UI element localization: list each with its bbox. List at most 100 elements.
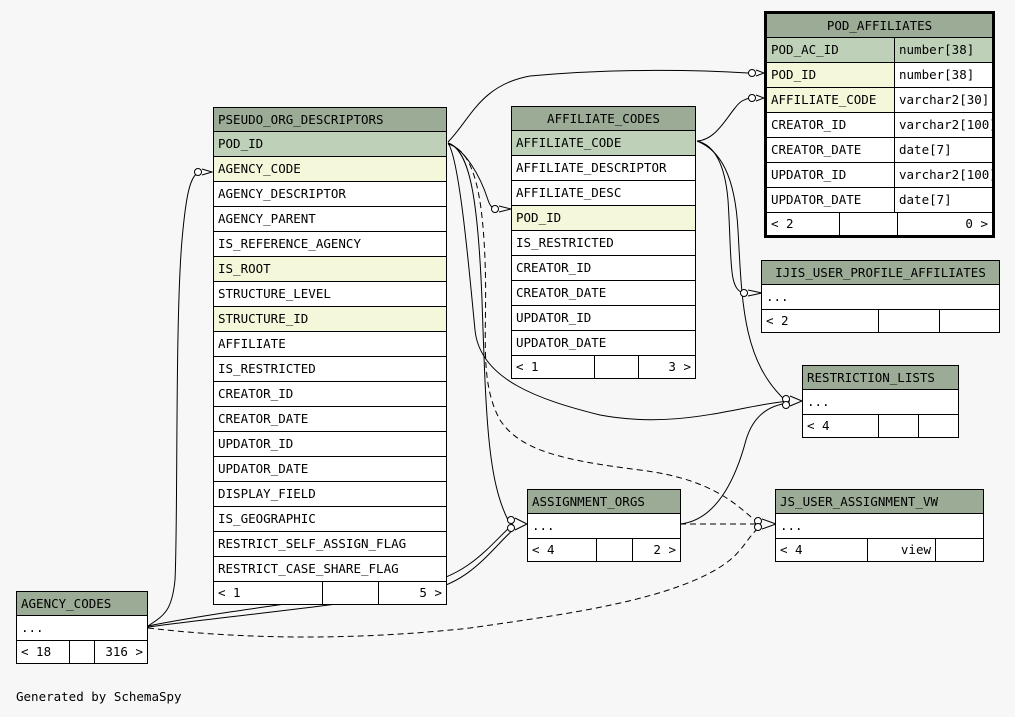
column-row: STRUCTURE_ID xyxy=(214,307,446,332)
relationship-crowfoot-marker xyxy=(747,289,763,297)
table-header[interactable]: RESTRICTION_LISTS xyxy=(803,366,958,390)
column-row: IS_RESTRICTED xyxy=(512,231,695,256)
collapsed-columns: ... xyxy=(762,285,999,310)
column-row: UPDATOR_DATE xyxy=(512,331,695,356)
column-type: date[7] xyxy=(894,138,992,162)
collapsed-columns: ... xyxy=(17,616,147,641)
parents-count[interactable]: < 1 xyxy=(516,359,539,374)
table-pseudo-org-descriptors[interactable]: PSEUDO_ORG_DESCRIPTORS POD_ID AGENCY_COD… xyxy=(213,107,447,605)
column-row: AGENCY_PARENT xyxy=(214,207,446,232)
children-count[interactable]: 5 > xyxy=(378,582,446,604)
table-assignment-orgs[interactable]: ASSIGNMENT_ORGS ... < 4 2 > xyxy=(527,489,681,562)
column-row: STRUCTURE_LEVEL xyxy=(214,282,446,307)
relationship-crowfoot-marker xyxy=(755,69,766,77)
table-restriction-lists[interactable]: RESTRICTION_LISTS ... < 4 xyxy=(802,365,959,438)
column-name: AFFILIATE_CODE xyxy=(516,135,622,150)
table-ijis-user-profile-affiliates[interactable]: IJIS_USER_PROFILE_AFFILIATES ... < 2 xyxy=(761,260,1000,333)
parents-count[interactable]: < 2 xyxy=(771,216,794,231)
column-name: UPDATOR_DATE xyxy=(771,192,862,207)
relationship-optional-marker xyxy=(740,289,748,297)
link-pod-to-pod-affiliates xyxy=(447,69,749,143)
collapsed-columns: ... xyxy=(528,514,680,539)
parents-count[interactable]: < 1 xyxy=(218,585,241,600)
column-name: IS_RESTRICTED xyxy=(516,235,614,250)
table-affiliate-codes[interactable]: AFFILIATE_CODES AFFILIATE_CODE AFFILIATE… xyxy=(511,106,696,379)
column-row: CREATOR_ID xyxy=(214,382,446,407)
column-row: IS_GEOGRAPHIC xyxy=(214,507,446,532)
rows-count xyxy=(878,310,939,332)
column-type: number[38] xyxy=(894,63,992,87)
column-name: UPDATOR_ID xyxy=(516,310,592,325)
table-header[interactable]: POD_AFFILIATES xyxy=(767,14,992,38)
relationship-crowfoot-marker xyxy=(201,168,214,176)
column-row: AFFILIATE_DESCRIPTOR xyxy=(512,156,695,181)
column-row: AFFILIATE xyxy=(214,332,446,357)
column-type: date[7] xyxy=(894,188,992,212)
children-count[interactable]: 0 > xyxy=(897,213,992,235)
column-type: varchar2[100] xyxy=(894,163,992,187)
column-row: UPDATOR_DATE date[7] xyxy=(767,188,992,213)
column-name: CREATOR_ID xyxy=(218,386,294,401)
parents-count[interactable]: < 18 xyxy=(21,644,52,659)
link-pod-to-restriction xyxy=(447,142,791,421)
column-name: AGENCY_PARENT xyxy=(218,211,316,226)
column-row: UPDATOR_ID xyxy=(512,306,695,331)
column-row: IS_REFERENCE_AGENCY xyxy=(214,232,446,257)
children-count xyxy=(939,310,999,332)
link-affiliate-codes-to-restriction xyxy=(696,140,786,401)
link-pod-to-assignment xyxy=(447,142,509,521)
column-name: AFFILIATE_DESCRIPTOR xyxy=(516,160,667,175)
column-name: AGENCY_DESCRIPTOR xyxy=(218,186,346,201)
relationship-optional-marker xyxy=(194,168,202,176)
table-footer: < 4 2 > xyxy=(528,539,680,561)
table-header[interactable]: IJIS_USER_PROFILE_AFFILIATES xyxy=(762,261,999,285)
column-row: AGENCY_CODE xyxy=(214,157,446,182)
parents-count[interactable]: < 4 xyxy=(532,542,555,557)
generated-by-text: Generated by SchemaSpy xyxy=(16,689,182,704)
table-footer: < 4 xyxy=(803,415,958,437)
link-pod-to-js-view xyxy=(447,143,761,525)
table-footer: < 18 316 > xyxy=(17,641,147,663)
column-row: UPDATOR_ID xyxy=(214,432,446,457)
column-name: RESTRICT_SELF_ASSIGN_FLAG xyxy=(218,536,407,551)
column-name: DISPLAY_FIELD xyxy=(218,486,316,501)
column-row: IS_RESTRICTED xyxy=(214,357,446,382)
ellipsis-text: ... xyxy=(766,289,789,304)
column-name: CREATOR_ID xyxy=(516,260,592,275)
table-header[interactable]: PSEUDO_ORG_DESCRIPTORS xyxy=(214,108,446,132)
children-count[interactable]: 3 > xyxy=(638,356,695,378)
relationship-optional-marker xyxy=(748,94,756,102)
parents-count[interactable]: < 2 xyxy=(766,313,789,328)
children-count xyxy=(918,415,958,437)
relationship-optional-marker xyxy=(782,401,790,409)
column-name: RESTRICT_CASE_SHARE_FLAG xyxy=(218,561,399,576)
link-affiliate-codes-to-pod-affiliates xyxy=(696,97,751,142)
link-assignment-to-restriction xyxy=(679,402,791,525)
relationship-optional-marker xyxy=(748,69,756,77)
table-header[interactable]: AFFILIATE_CODES xyxy=(512,107,695,131)
table-header[interactable]: AGENCY_CODES xyxy=(17,592,147,616)
column-row: AFFILIATE_DESC xyxy=(512,181,695,206)
column-name: POD_ID xyxy=(218,136,264,151)
column-name: AFFILIATE_CODE xyxy=(771,92,877,107)
table-header[interactable]: ASSIGNMENT_ORGS xyxy=(528,490,680,514)
children-count[interactable]: 316 > xyxy=(94,641,147,663)
column-name: IS_ROOT xyxy=(218,261,271,276)
collapsed-columns: ... xyxy=(803,390,958,415)
column-row: AFFILIATE_CODE xyxy=(512,131,695,156)
column-name: IS_REFERENCE_AGENCY xyxy=(218,236,361,251)
table-header[interactable]: JS_USER_ASSIGNMENT_VW xyxy=(776,490,983,514)
column-type: varchar2[100] xyxy=(894,113,992,137)
children-count[interactable]: 2 > xyxy=(632,539,680,561)
parents-count[interactable]: < 4 xyxy=(780,542,803,557)
parents-count[interactable]: < 4 xyxy=(807,418,830,433)
link-agency-codes-to-js-view xyxy=(147,525,763,638)
table-agency-codes[interactable]: AGENCY_CODES ... < 18 316 > xyxy=(16,591,148,664)
column-name: UPDATOR_ID xyxy=(218,436,294,451)
relationship-crowfoot-marker xyxy=(755,94,766,102)
